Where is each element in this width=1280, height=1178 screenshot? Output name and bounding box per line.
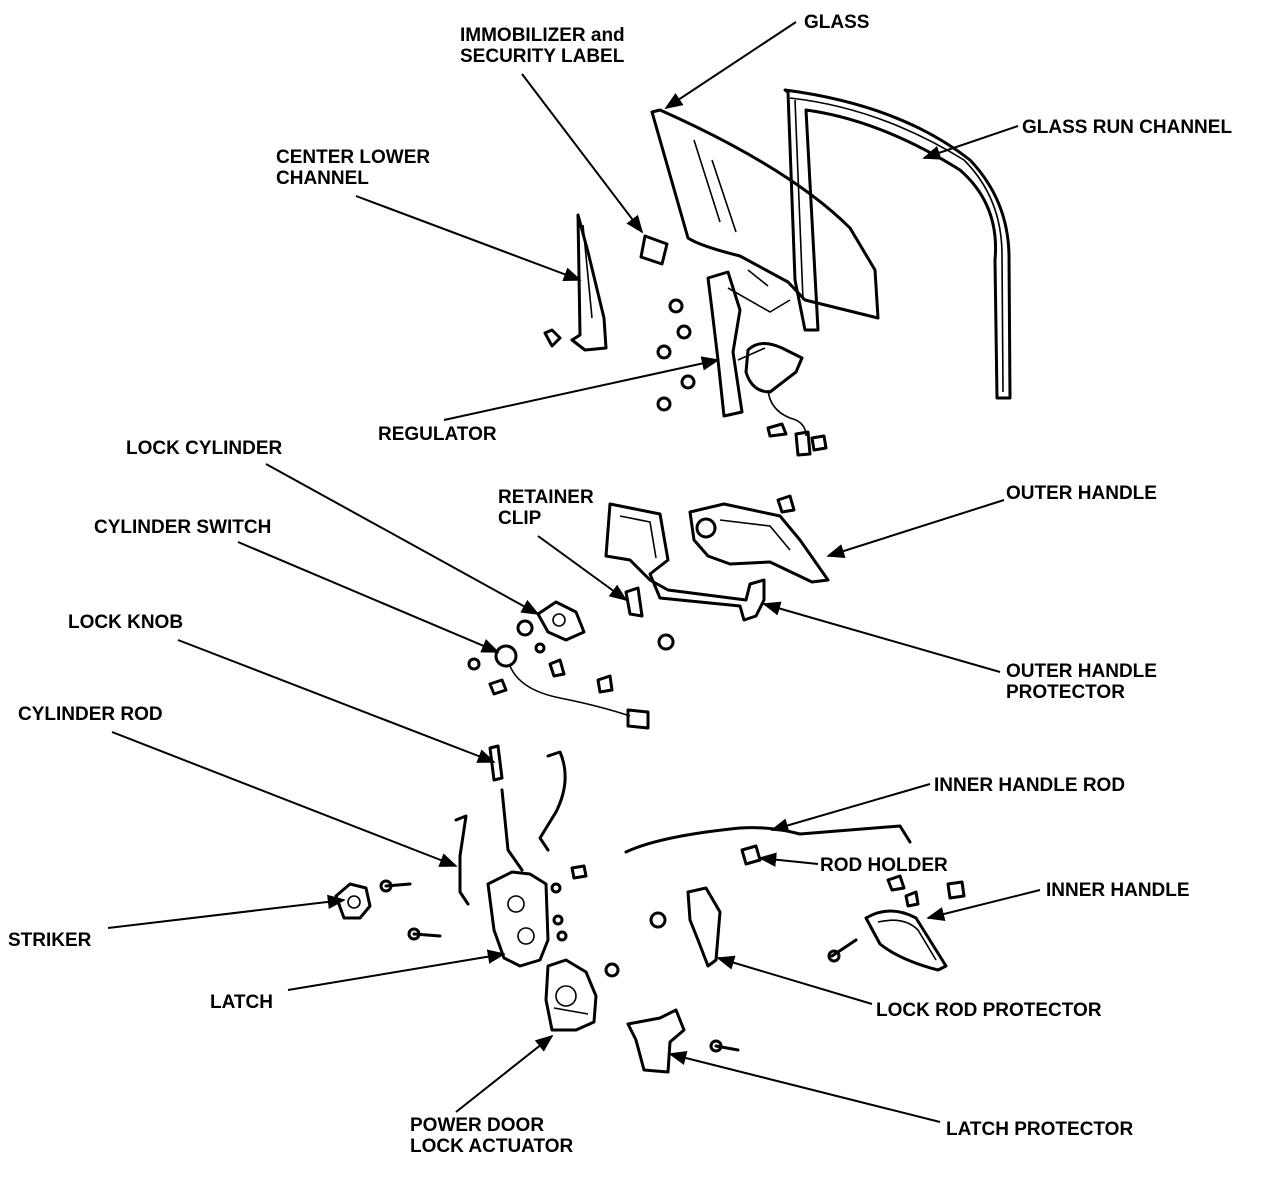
label-lock-rod-protector: LOCK ROD PROTECTOR [876,1000,1102,1021]
glass-part [650,108,880,320]
latch-protector-part [626,1008,740,1074]
leader-lines [107,21,1041,1123]
lock-rod-protector-part [649,886,722,968]
label-retainer-2: CLIP [498,508,542,529]
label-inner-handle: INNER HANDLE [1046,880,1190,901]
label-cylinder-rod: CYLINDER ROD [18,704,163,725]
power-door-lock-actuator-part [544,958,620,1032]
label-regulator: REGULATOR [378,424,497,445]
label-lock-cylinder: LOCK CYLINDER [126,438,283,459]
label-retainer: RETAINER [498,487,594,508]
lock-knob-part [454,744,567,906]
label-latch-protector: LATCH PROTECTOR [946,1119,1134,1140]
label-power-door: POWER DOOR [410,1115,545,1136]
latch-part [486,864,588,968]
label-power-door-2: LOCK ACTUATOR [410,1136,574,1157]
label-center-lower-2: CHANNEL [276,168,369,189]
center-lower-channel-part [543,213,608,352]
label-glass: GLASS [804,12,870,33]
label-outer-handle: OUTER HANDLE [1006,483,1157,504]
glass-run-channel-part [783,88,1012,400]
label-lock-knob: LOCK KNOB [68,612,184,633]
regulator-part [656,270,828,457]
outer-handle-protector-part [604,502,766,622]
label-outer-handle-protector-2: PROTECTOR [1006,682,1125,703]
lock-cylinder-part [467,600,650,730]
label-inner-handle-rod: INNER HANDLE ROD [934,775,1126,796]
label-cylinder-switch: CYLINDER SWITCH [94,517,272,538]
retainer-clip-part [624,586,675,651]
striker-part [334,879,442,941]
inner-handle-part [827,874,966,972]
label-immobilizer: IMMOBILIZER and [460,25,625,46]
label-glass-run-channel: GLASS RUN CHANNEL [1022,117,1233,138]
label-immobilizer-2: SECURITY LABEL [460,46,625,67]
label-striker: STRIKER [8,930,92,951]
outer-handle-part [688,494,830,584]
label-outer-handle-protector: OUTER HANDLE [1006,661,1157,682]
label-latch: LATCH [210,992,273,1013]
label-rod-holder: ROD HOLDER [820,855,948,876]
label-center-lower: CENTER LOWER [276,147,431,168]
immobilizer-label-part [639,234,669,266]
